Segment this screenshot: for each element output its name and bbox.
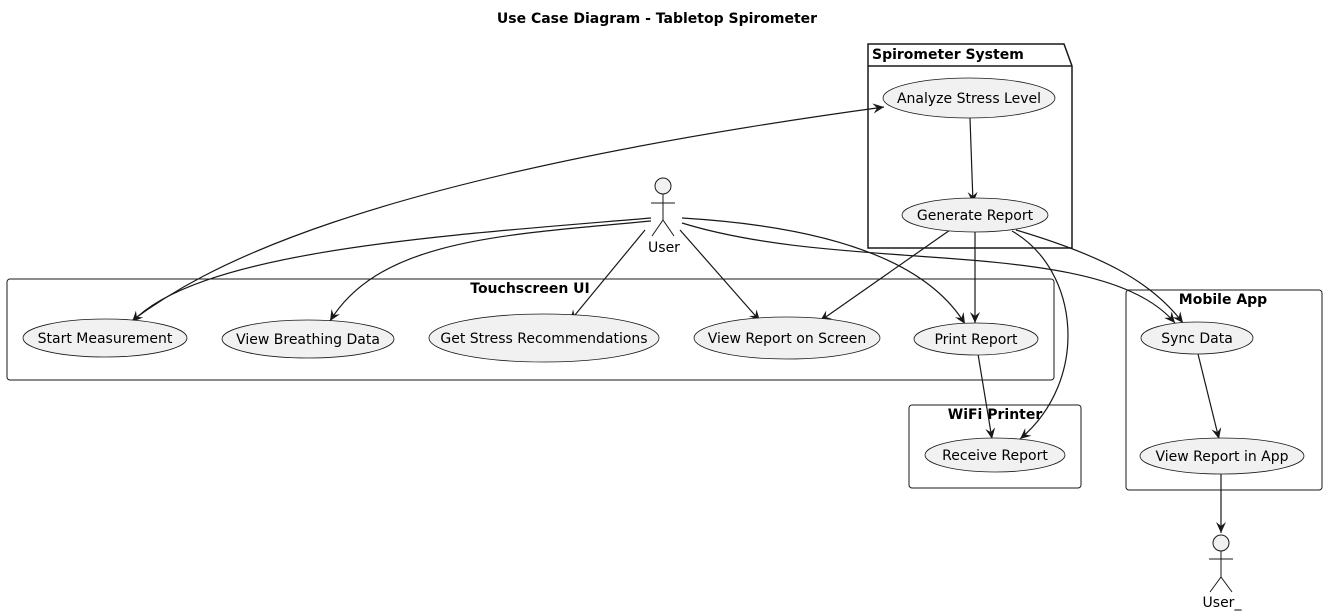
edge-print-to-receive (977, 353, 996, 440)
use-case-label: View Report in App (1155, 449, 1288, 465)
use-case-label: Generate Report (917, 208, 1034, 224)
connections (129, 103, 1226, 533)
use-case-label: Get Stress Recommendations (440, 331, 647, 347)
use-case-generate-report[interactable]: Generate Report (901, 197, 1049, 233)
use-case-view-report-screen[interactable]: View Report on Screen (693, 316, 881, 360)
wifi-printer-label: WiFi Printer (948, 407, 1043, 423)
use-case-view-report-app[interactable]: View Report in App (1139, 437, 1305, 475)
use-case-label: View Breathing Data (236, 332, 380, 348)
actor-label: User (648, 240, 680, 256)
touchscreen-ui-label: Touchscreen UI (470, 281, 590, 297)
edge-user-to-viewscreen (679, 229, 761, 322)
use-case-sync-data[interactable]: Sync Data (1140, 321, 1254, 355)
stick-figure-icon (1209, 534, 1233, 593)
edge-sync-to-viewapp (1197, 353, 1222, 440)
edge-generate-to-sync (1015, 229, 1184, 324)
actor-label: User_ (1203, 595, 1243, 611)
use-case-start-measurement[interactable]: Start Measurement (22, 318, 188, 358)
wifi-printer-frame: WiFi Printer (908, 404, 1082, 489)
use-case-label: Receive Report (942, 448, 1048, 464)
edge-user-to-breathing (329, 220, 652, 322)
spirometer-system-label: Spirometer System (872, 47, 1024, 63)
edge-analyze-to-generate (967, 117, 978, 204)
touchscreen-ui-frame: Touchscreen UI (6, 278, 1055, 381)
use-case-get-recommendations[interactable]: Get Stress Recommendations (428, 313, 660, 363)
edge-user-to-print (681, 217, 966, 325)
edge-user-to-sync (681, 222, 1176, 324)
use-case-label: Start Measurement (38, 331, 173, 347)
use-case-label: Analyze Stress Level (897, 91, 1041, 107)
edge-generate-to-viewscreen (819, 229, 951, 322)
diagram-title: Use Case Diagram - Tabletop Spirometer (497, 11, 817, 27)
mobile-app-label: Mobile App (1179, 292, 1267, 308)
use-case-view-breathing[interactable]: View Breathing Data (221, 319, 395, 359)
edge-user-to-start (131, 217, 652, 323)
use-case-label: Print Report (934, 332, 1018, 348)
spirometer-system-package: Spirometer System (867, 43, 1073, 249)
use-case-label: View Report on Screen (708, 331, 867, 347)
actor-user[interactable]: User (648, 177, 680, 256)
use-case-receive-report[interactable]: Receive Report (924, 437, 1066, 473)
use-case-analyze-stress[interactable]: Analyze Stress Level (882, 77, 1056, 119)
edge-user-to-recommendations (569, 229, 646, 322)
mobile-app-frame: Mobile App (1125, 289, 1323, 491)
use-case-label: Sync Data (1161, 331, 1233, 347)
actor-user-app[interactable]: User_ (1203, 534, 1243, 611)
edge-generate-to-receive (1011, 230, 1069, 440)
use-case-print-report[interactable]: Print Report (913, 322, 1039, 356)
stick-figure-icon (651, 177, 675, 237)
